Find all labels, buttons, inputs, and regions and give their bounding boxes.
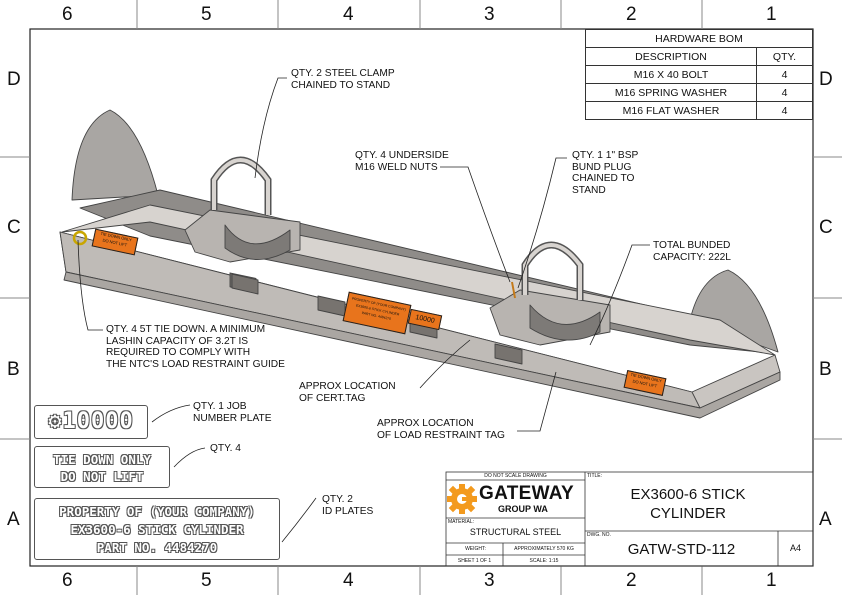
callout-line: REQUIRED TO COMPLY WITH <box>106 347 251 358</box>
callout-line: CHAINED TO STAND <box>291 79 391 91</box>
material-value: STRUCTURAL STEEL <box>469 527 562 537</box>
weight-value: APPROXIMATELY 570 KG <box>514 546 574 552</box>
bom-qty: 4 <box>756 101 813 120</box>
callout-line: LASHIN CAPACITY OF 3.2T IS <box>106 335 249 347</box>
sheet-size: A4 <box>789 543 801 553</box>
zone-left-d: D <box>7 69 21 90</box>
zone-left-c: C <box>7 217 21 238</box>
callout-line: BUND PLUG <box>572 161 632 173</box>
drawing-number: GATW-STD-112 <box>627 541 736 558</box>
callout-line: QTY. 2 <box>322 494 353 505</box>
callout-job-plate: QTY. 1 JOB NUMBER PLATE <box>193 401 272 424</box>
bom-desc: M16 SPRING WASHER <box>585 83 757 102</box>
zone-bottom-5: 5 <box>201 570 212 591</box>
zone-top-1: 1 <box>766 4 777 25</box>
callout-line: QTY. 2 STEEL CLAMP <box>291 68 395 79</box>
callout-line: STAND <box>572 184 606 196</box>
hardware-bom-table: HARDWARE BOM DESCRIPTION QTY. M16 X 40 B… <box>585 29 813 120</box>
zone-bottom-3: 3 <box>484 570 495 591</box>
zone-left-b: B <box>7 359 20 380</box>
id-plate-line: PART NO. 4484270 <box>96 540 218 555</box>
tie-down-plate-line: TIE DOWN ONLY <box>53 452 151 467</box>
bom-title: HARDWARE BOM <box>585 29 813 48</box>
gateway-gear-icon <box>447 484 477 514</box>
zone-top-4: 4 <box>343 4 354 25</box>
id-plate: PROPERTY OF (YOUR COMPANY) EX3600-6 STIC… <box>34 498 280 560</box>
callout-line: M16 WELD NUTS <box>355 161 438 173</box>
id-plate-line: EX3600-6 STICK CYLINDER <box>70 522 244 537</box>
callout-line: QTY. 1 1" BSP <box>572 150 639 161</box>
zone-top-6: 6 <box>62 4 73 25</box>
callout-restraint-tag: APPROX LOCATION OF LOAD RESTRAINT TAG <box>377 418 505 441</box>
sheet-number: SHEET 1 OF 1 <box>457 558 492 564</box>
company-group: GROUP WA <box>498 504 548 514</box>
zone-left-a: A <box>7 509 20 530</box>
callout-line: APPROX LOCATION <box>377 418 474 429</box>
callout-line: NUMBER PLATE <box>193 412 272 424</box>
callout-line: CAPACITY: 222L <box>653 251 731 263</box>
callout-bsp-plug: QTY. 1 1" BSP BUND PLUG CHAINED TO STAND <box>572 150 638 196</box>
do-not-scale-note: DO NOT SCALE DRAWING <box>484 473 547 479</box>
gateway-logo <box>447 483 477 520</box>
callout-line: ID PLATES <box>322 505 374 517</box>
bom-desc: M16 FLAT WASHER <box>585 101 757 120</box>
job-number-plate-text: ⚙10000 <box>48 409 134 434</box>
zone-bottom-4: 4 <box>343 570 354 591</box>
callout-line: TOTAL BUNDED <box>653 240 731 251</box>
material-label: MATERIAL: <box>448 519 475 525</box>
zone-top-3: 3 <box>484 4 495 25</box>
drawing-title-line: CYLINDER <box>650 505 726 522</box>
zone-bottom-1: 1 <box>766 570 777 591</box>
callout-clamp: QTY. 2 STEEL CLAMP CHAINED TO STAND <box>291 68 395 91</box>
callout-line: QTY. 4 <box>210 443 241 454</box>
tie-down-plate-line: DO NOT LIFT <box>60 469 144 484</box>
callout-line: APPROX LOCATION <box>299 381 396 392</box>
callout-line: OF LOAD RESTRAINT TAG <box>377 429 505 441</box>
callout-bunded-capacity: TOTAL BUNDED CAPACITY: 222L <box>653 240 731 263</box>
callout-line: THE NTC'S LOAD RESTRAINT GUIDE <box>106 358 285 370</box>
zone-top-2: 2 <box>626 4 637 25</box>
callout-line: QTY. 4 UNDERSIDE <box>355 150 449 161</box>
zone-right-b: B <box>819 359 832 380</box>
callout-line: QTY. 4 5T TIE DOWN. A MINIMUM <box>106 324 266 335</box>
drawing-title-line: EX3600-6 STICK <box>630 486 746 503</box>
callout-line: QTY. 1 JOB <box>193 401 247 412</box>
zone-bottom-6: 6 <box>62 570 73 591</box>
title-label: TITLE: <box>587 473 603 479</box>
callout-line: CHAINED TO <box>572 173 635 184</box>
zone-bottom-2: 2 <box>626 570 637 591</box>
callout-cert-tag: APPROX LOCATION OF CERT.TAG <box>299 381 396 404</box>
job-number-value: 10000 <box>62 409 134 434</box>
callout-weld-nuts: QTY. 4 UNDERSIDE M16 WELD NUTS <box>355 150 449 173</box>
drawing-title: EX3600-6 STICK CYLINDER <box>585 485 791 523</box>
callout-tie-down: QTY. 4 5T TIE DOWN. A MINIMUM LASHIN CAP… <box>106 324 285 370</box>
zone-right-c: C <box>819 217 833 238</box>
company-name: GATEWAY <box>479 483 575 504</box>
callout-tie-plate-qty: QTY. 4 <box>210 443 241 455</box>
id-plate-line: PROPERTY OF (YOUR COMPANY) <box>59 504 255 519</box>
zone-right-a: A <box>819 509 832 530</box>
job-number-plate: ⚙10000 <box>34 405 148 439</box>
zone-right-d: D <box>819 69 833 90</box>
tie-down-plate: TIE DOWN ONLY DO NOT LIFT <box>34 446 170 488</box>
callout-id-plates: QTY. 2 ID PLATES <box>322 494 373 517</box>
dwg-no-label: DWG. NO. <box>587 532 611 538</box>
drawing-scale: SCALE: 1:15 <box>529 558 559 564</box>
weight-label: WEIGHT: <box>465 546 486 552</box>
zone-top-5: 5 <box>201 4 212 25</box>
callout-line: OF CERT.TAG <box>299 392 366 404</box>
